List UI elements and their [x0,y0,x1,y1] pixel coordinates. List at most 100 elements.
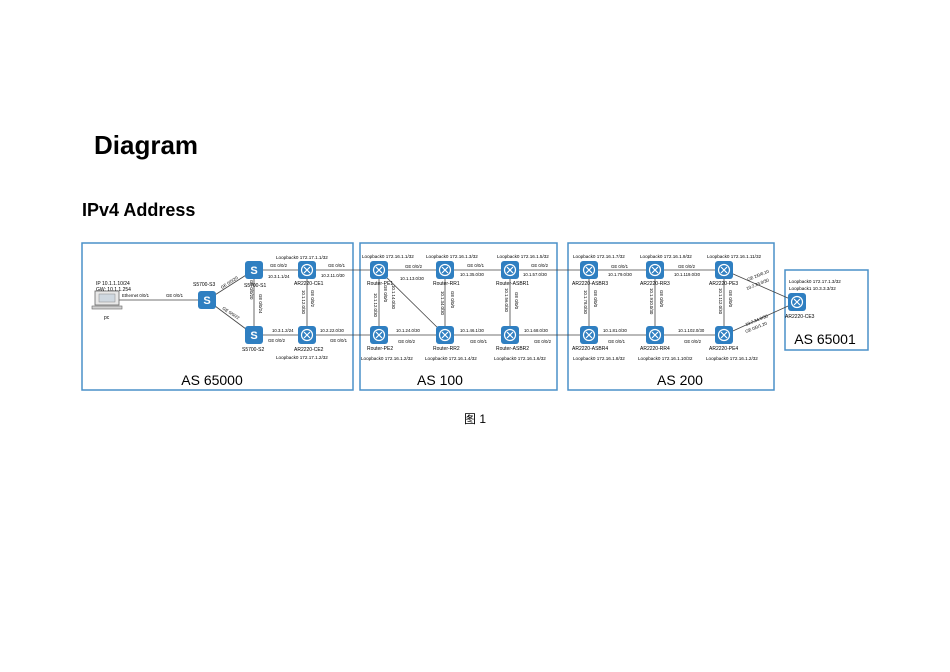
switch-s1-icon [245,261,263,279]
label-asbr1-asbr2-b: 10.1.56.0/30 [504,288,509,313]
label-s1-s2-a: GE 0/0/20 [249,280,254,300]
label-pe1-rr2: 10.1.14.0/30 [391,285,396,310]
label-asbr2-ge2: GE 0/0/2 [534,339,552,344]
label-asbr1-ge2: GE 0/0/2 [531,263,549,268]
device-name-pe3: AR2220-PE3 [709,281,738,287]
loopback-pe3: Loopback0 172.16.1.11/32 [707,254,762,259]
as-label-65001: AS 65001 [794,331,856,347]
label-s3-s1: GE 0/0/20 [220,275,239,290]
label-ce1-net: 10.2.11.0/30 [321,273,345,278]
section-heading: IPv4 Address [82,200,196,220]
as-box-100 [359,242,558,391]
loopback-asbr2: Loopback0 172.16.1.6/32 [494,356,546,361]
label-asbr3-asbr4-b: GE 0/0/0 [593,290,598,308]
label-rr1-ge1: GE 0/0/1 [467,263,485,268]
device-name-asbr4: AR2220-ASBR4 [572,346,608,352]
router-rr3-icon [645,260,665,280]
label-rr2-net: 10.1.46.1/30 [460,328,485,333]
switch-s3-icon [198,291,216,309]
label-rr1-rr2-a: GE 0/0/0 [450,291,455,309]
label-s3-ge1: GE 0/0/1 [166,293,184,298]
label-rr3-ge2: GE 0/0/2 [678,264,696,269]
device-name-rr2: Router-RR2 [433,346,460,352]
label-asbr3-rr3-net: 10.1.79.0/30 [608,272,633,277]
label-pe1-pe2-b: GE 0/0/0 [383,285,388,303]
label-asbr3-asbr4-a: 10.1.78.0/30 [583,290,588,315]
as-box-65000 [81,242,354,391]
as-labels: AS 65000 AS 100 AS 200 AS 65001 [181,331,856,388]
device-name-s2: S5700-S2 [242,347,264,353]
loopback-asbr4: Loopback0 172.16.1.8/32 [573,356,625,361]
device-name-asbr3: AR2220-ASBR3 [572,281,608,287]
loopback-ce3-1: Loopback1 10.3.3.3/32 [789,286,836,291]
device-name-pe1: Router-PE1 [367,281,393,287]
label-asbr3-ge1: GE 0/0/1 [611,264,629,269]
device-name-ce2: AR2220-CE2 [294,347,324,353]
label-asbr1-asbr2-a: GE 0/0/0 [514,292,519,310]
loopback-pe4: Loopback0 172.16.1.2/32 [706,356,758,361]
label-rr1-asbr1-net: 10.1.35.0/30 [460,272,485,277]
pc-ip: IP 10.1.1.10/24 [96,281,130,287]
loopback-ce1: Loopback0 172.17.1.1/32 [276,255,328,260]
label-asbr4-ge1: GE 0/0/1 [608,339,626,344]
router-rr1-icon [435,260,455,280]
router-asbr1-icon [500,260,520,280]
router-asbr4-icon [579,325,599,345]
device-name-rr4: AR2220-RR4 [640,346,670,352]
device-name-asbr1: Router-ASBR1 [496,281,529,287]
label-rr3-pe3-net: 10.1.119.0/30 [674,272,701,277]
links [115,269,798,336]
router-rr4-icon [645,325,665,345]
label-asbr1-net: 10.1.57.0/30 [523,272,548,277]
loopback-asbr3: Loopback0 172.16.1.7/32 [573,254,625,259]
device-name-pe4: AR2220-PE4 [709,346,738,352]
router-pe1-icon [369,260,389,280]
label-pe1-ge2: GE 0/0/2 [405,264,423,269]
label-rr1-rr2-b: 10.1.34.0/30 [440,291,445,316]
device-name-s1: S5700-S1 [244,283,266,289]
router-rr2-icon [435,325,455,345]
as-label-100: AS 100 [417,372,463,388]
device-name-rr3: AR2220-RR3 [640,281,670,287]
loopback-ce2: Loopback0 172.17.1.2/32 [276,355,328,360]
label-s2-net: 10.3.1.2/24 [272,328,294,333]
device-name-ce1: AR2220-CE1 [294,281,324,287]
device-name-rr1: Router-RR1 [433,281,460,287]
as-label-65000: AS 65000 [181,372,243,388]
router-ce3-icon [787,292,807,312]
label-ce2-net: 10.2.22.0/30 [320,328,345,333]
router-ce1-icon [297,260,317,280]
loopback-rr1: Loopback0 172.16.1.3/32 [426,254,478,259]
label-pe3-pe4-b: 10.1.112.0/30 [718,288,723,315]
label-rr2-ge1: GE 0/0/1 [470,339,488,344]
router-asbr2-icon [500,325,520,345]
label-asbr4-net: 10.1.81.0/30 [603,328,628,333]
label-ce1-ce2-b: 10.1.12.0/30 [301,290,306,315]
pc-icon [91,290,123,310]
device-name-asbr2: Router-ASBR2 [496,346,529,352]
label-ce2-ge1: GE 0/0/1 [330,338,348,343]
figure-caption: 图 1 [463,412,486,426]
loopback-rr3: Loopback0 172.16.1.9/32 [640,254,692,259]
page-title: Diagram [94,130,199,160]
router-pe4-icon [714,325,734,345]
device-name-pe2: Router-PE2 [367,346,393,352]
label-rr4-ge2: GE 0/0/2 [684,339,702,344]
as-box-200 [567,242,775,391]
pc-gw: GW: 10.1.1.254 [96,287,131,293]
switch-s2-icon [245,326,263,344]
label-rr4-net: 10.1.102.0/30 [678,328,705,333]
label-s1-s2-b: GE 0/0/24 [258,294,263,314]
label-s1-net: 10.3.1.1/24 [268,274,290,279]
label-pe2-net: 10.1.24.0/30 [396,328,421,333]
device-name-ce3: AR2220-CE3 [785,314,815,320]
loopback-rr2: Loopback0 172.16.1.4/32 [425,356,477,361]
label-pe1-rr1-net: 10.1.13.0/30 [400,276,425,281]
as-box-65001 [784,269,869,351]
router-pe3-icon [714,260,734,280]
loopback-asbr1: Loopback0 172.16.1.5/32 [497,254,549,259]
label-ce1-ce2-a: GE 0/0/2 [310,290,315,308]
label-asbr2-net: 10.1.68.0/30 [524,328,549,333]
label-pe3-pe4-a: GE 0/0/0 [728,290,733,308]
